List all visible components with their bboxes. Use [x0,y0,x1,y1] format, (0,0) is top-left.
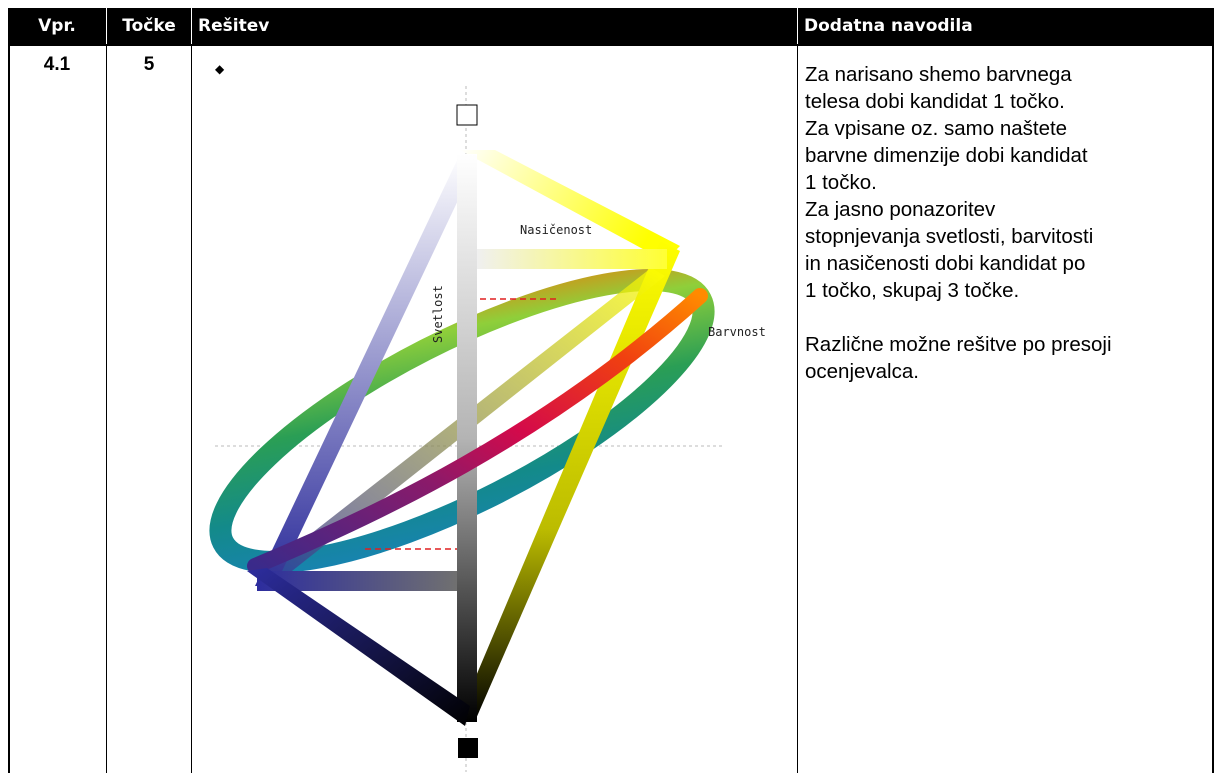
label-lightness: Svetlost [431,285,445,343]
edge-white-yellow [460,150,680,261]
instructions-text: Za narisano shemo barvnega telesa dobi k… [805,63,1094,302]
instructions-text: Različne možne rešitve po presoji ocenje… [805,333,1112,383]
header-divider [8,44,1214,46]
table-border-right [1212,8,1214,773]
column-divider [191,44,192,773]
header-instructions: Dodatna navodila [798,8,1214,44]
white-pole-square [456,104,478,126]
column-divider [797,44,798,773]
header-points: Točke [107,8,191,44]
points-value: 5 [143,54,155,75]
label-hue: Barvnost [708,325,766,339]
hue-ring-front [247,288,708,574]
saturation-bar-top [477,249,667,269]
label-saturation: Nasičenost [520,223,592,237]
color-solid-diagram: ◆ Nasičenost Barvnost Svetlost [209,62,766,772]
edge-blue-black [247,568,470,726]
lightness-axis [457,154,477,722]
question-number: 4.1 [43,54,71,75]
saturation-bar-bottom [257,571,457,591]
edge-blue-white [255,154,480,586]
black-pole-square [458,738,478,758]
column-divider [106,44,107,773]
grading-instructions: Za narisano shemo barvnega telesa dobi k… [805,61,1210,385]
table-border-left [8,8,10,773]
header-solution: Rešitev [192,8,797,44]
bullet-icon: ◆ [215,62,225,76]
header-question: Vpr. [8,8,106,44]
